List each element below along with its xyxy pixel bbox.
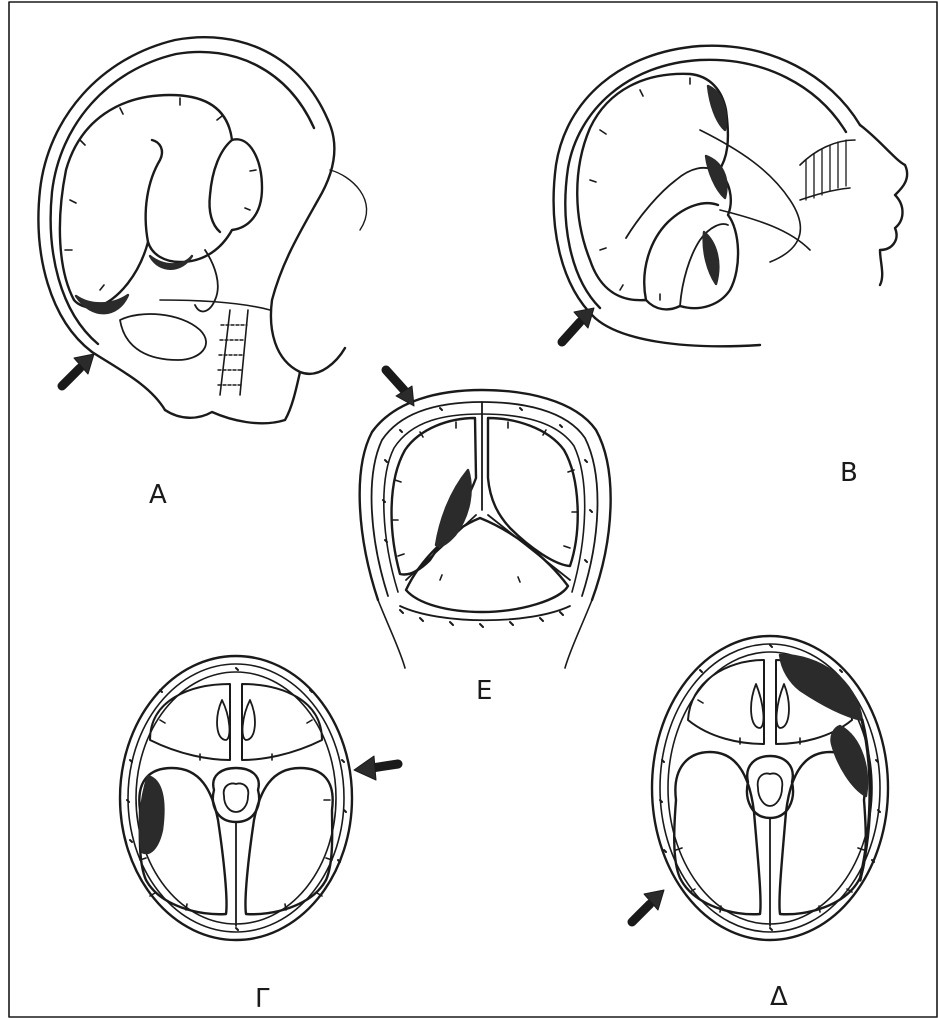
- panel-b-label: B: [840, 458, 858, 488]
- panel-d-label: Δ: [770, 982, 788, 1012]
- panel-b-lateral-skull: [554, 46, 908, 347]
- panel-g-axial-section: [120, 656, 398, 940]
- panel-a-lateral-skull: [38, 37, 366, 423]
- panel-e-label: E: [476, 676, 492, 706]
- panel-a-label: A: [149, 480, 167, 510]
- panel-g-label: Γ: [255, 984, 270, 1014]
- panel-e-coronal-section: [360, 370, 611, 668]
- panel-d-axial-section: [632, 636, 888, 940]
